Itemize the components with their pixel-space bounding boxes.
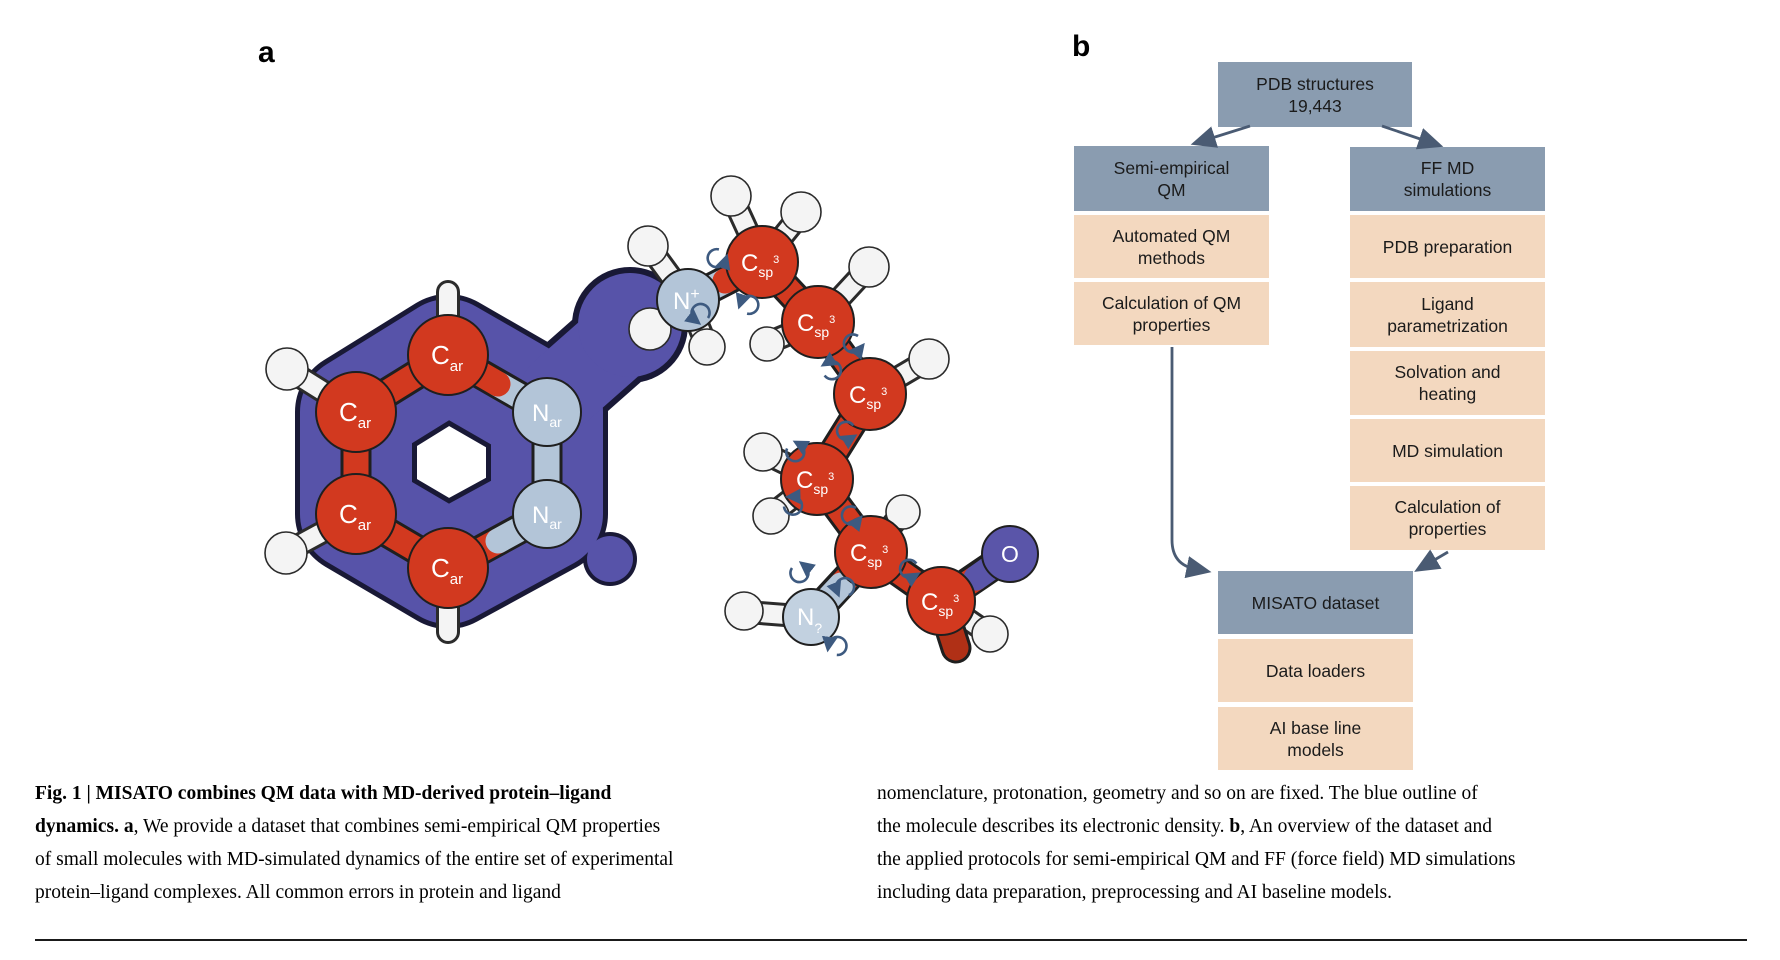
svg-text:Csp3: Csp3 (797, 310, 835, 340)
nitrogen-aromatic-atom (512, 479, 582, 549)
nitrogen-plus-atom (656, 268, 720, 332)
bottom-divider (35, 939, 1747, 941)
flow-node-pdb-preparation: PDB preparation (1350, 215, 1545, 278)
flow-node-misato-dataset: MISATO dataset (1218, 571, 1413, 634)
svg-text:Car: Car (339, 397, 371, 432)
carbon-aromatic-atom (407, 527, 489, 609)
carbon-sp3-atom (833, 357, 907, 431)
svg-text:O: O (1001, 541, 1019, 567)
caption-title: Fig. 1 | MISATO combines QM data with MD… (35, 783, 612, 804)
svg-text:Nar: Nar (532, 400, 562, 430)
carbon-aromatic-atom (315, 371, 397, 453)
nitrogen-aromatic-atom (512, 377, 582, 447)
arrow-md-to-misato (1414, 549, 1449, 572)
flow-node-pdb-structures: PDB structures 19,443 (1218, 62, 1412, 127)
molecule-illustration: Car Car Car Car Nar Nar N+ Csp3 Csp3 Csp… (264, 175, 1039, 664)
flow-node-calculation-of-qm-properties: Calculation of QM properties (1074, 282, 1269, 345)
flow-node-calculation-of-properties: Calculation of properties (1350, 486, 1545, 550)
svg-text:N+: N+ (673, 286, 700, 315)
figure-caption-right-column: nomenclature, protonation, geometry and … (877, 783, 1516, 903)
flow-node-data-loaders: Data loaders (1218, 639, 1413, 702)
flow-node-ligand-parametrization: Ligand parametrization (1350, 282, 1545, 347)
svg-text:Csp3: Csp3 (741, 250, 779, 280)
carbon-aromatic-atom (407, 314, 489, 396)
svg-text:N?: N? (797, 604, 822, 636)
figure-caption-left-column: Fig. 1 | MISATO combines QM data with MD… (35, 783, 674, 903)
nitrogen-unknown-atom (782, 588, 840, 646)
arrow-qm-to-misato (1170, 347, 1212, 579)
carbon-aromatic-atom (315, 473, 397, 555)
carbon-sp3-atom (781, 285, 855, 359)
carbon-sp3-atom (834, 515, 908, 589)
flow-node-md-simulation: MD simulation (1350, 419, 1545, 482)
svg-text:Car: Car (431, 340, 463, 375)
flow-node-automated-qm-methods: Automated QM methods (1074, 215, 1269, 278)
svg-text:Csp3: Csp3 (921, 589, 959, 619)
density-blob-small (587, 536, 633, 582)
svg-text:Csp3: Csp3 (796, 467, 834, 497)
carbon-sp3-atom (780, 442, 854, 516)
svg-text:Car: Car (339, 499, 371, 534)
flow-node-ff-md-simulations: FF MD simulations (1350, 147, 1545, 211)
svg-text:Csp3: Csp3 (850, 540, 888, 570)
arrow-pdb-to-semi-empirical (1190, 124, 1251, 148)
oxygen-atom (981, 525, 1039, 583)
arrow-pdb-to-ff-md (1381, 124, 1444, 150)
atom-labels: Car Car Car Car Nar Nar N+ Csp3 Csp3 Csp… (339, 250, 1019, 636)
panel-b-label: b (1072, 30, 1091, 63)
flow-node-semi-empirical-qm: Semi-empirical QM (1074, 146, 1269, 211)
flow-node-ai-baseline-models: AI base line models (1218, 707, 1413, 770)
svg-text:Car: Car (431, 553, 463, 588)
svg-text:Csp3: Csp3 (849, 382, 887, 412)
panel-a-label: a (258, 36, 275, 69)
carbon-sp3-atom (725, 225, 799, 299)
svg-text:Nar: Nar (532, 502, 562, 532)
flow-node-solvation-and-heating: Solvation and heating (1350, 351, 1545, 415)
atoms (315, 225, 1039, 646)
carbon-sp3-atom (906, 566, 976, 636)
